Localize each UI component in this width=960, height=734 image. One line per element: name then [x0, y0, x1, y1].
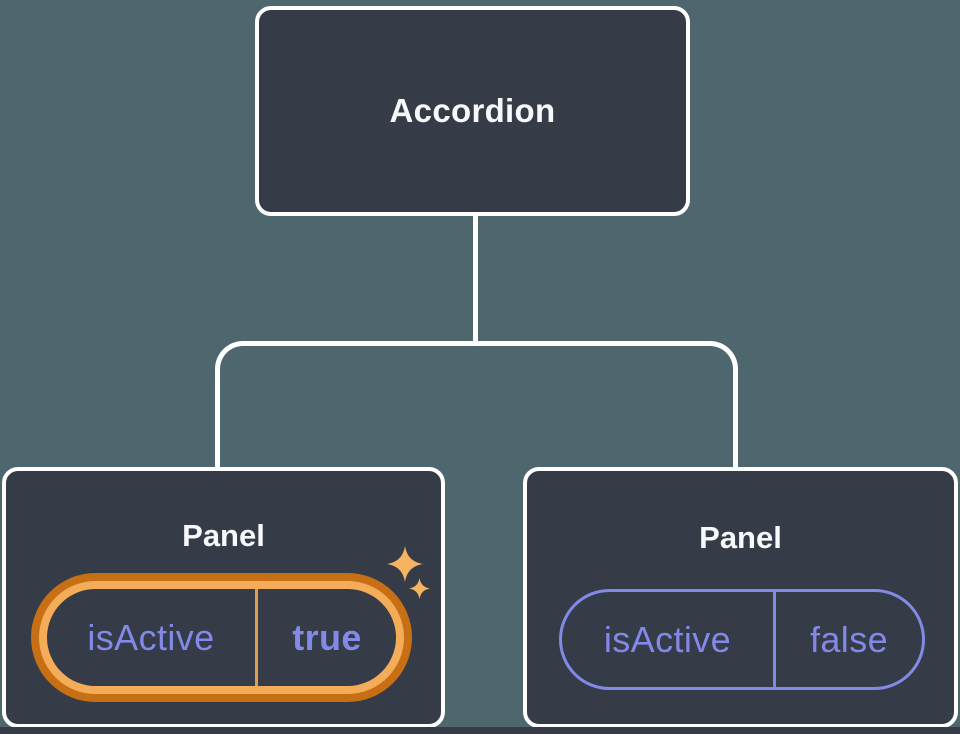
pill-divider — [255, 589, 258, 686]
state-value-cell: false — [809, 618, 889, 660]
state-name-cell: isActive — [603, 618, 732, 660]
panel-node-label: Panel — [182, 518, 265, 553]
state-pill-highlight-outer: isActive true — [31, 573, 412, 702]
state-pill-inactive: isActive false — [559, 589, 925, 690]
pill-divider — [773, 592, 776, 687]
accordion-node: Accordion — [255, 6, 690, 216]
accordion-node-label: Accordion — [389, 92, 556, 129]
bottom-strip — [0, 727, 960, 734]
panel-node-inactive: Panel isActive false — [523, 467, 958, 728]
connector-bracket — [215, 341, 738, 469]
state-pill-highlight-inner: isActive true — [39, 581, 404, 694]
sparkle-icon — [409, 578, 430, 599]
connector-stem — [473, 214, 478, 342]
sparkle-icon — [387, 546, 423, 582]
panel-node-label: Panel — [699, 520, 782, 555]
state-value-cell: true — [292, 616, 362, 658]
state-name-cell: isActive — [87, 616, 215, 658]
state-pill-active: isActive true — [47, 589, 396, 686]
panel-node-active: Panel isActive true — [2, 467, 445, 728]
